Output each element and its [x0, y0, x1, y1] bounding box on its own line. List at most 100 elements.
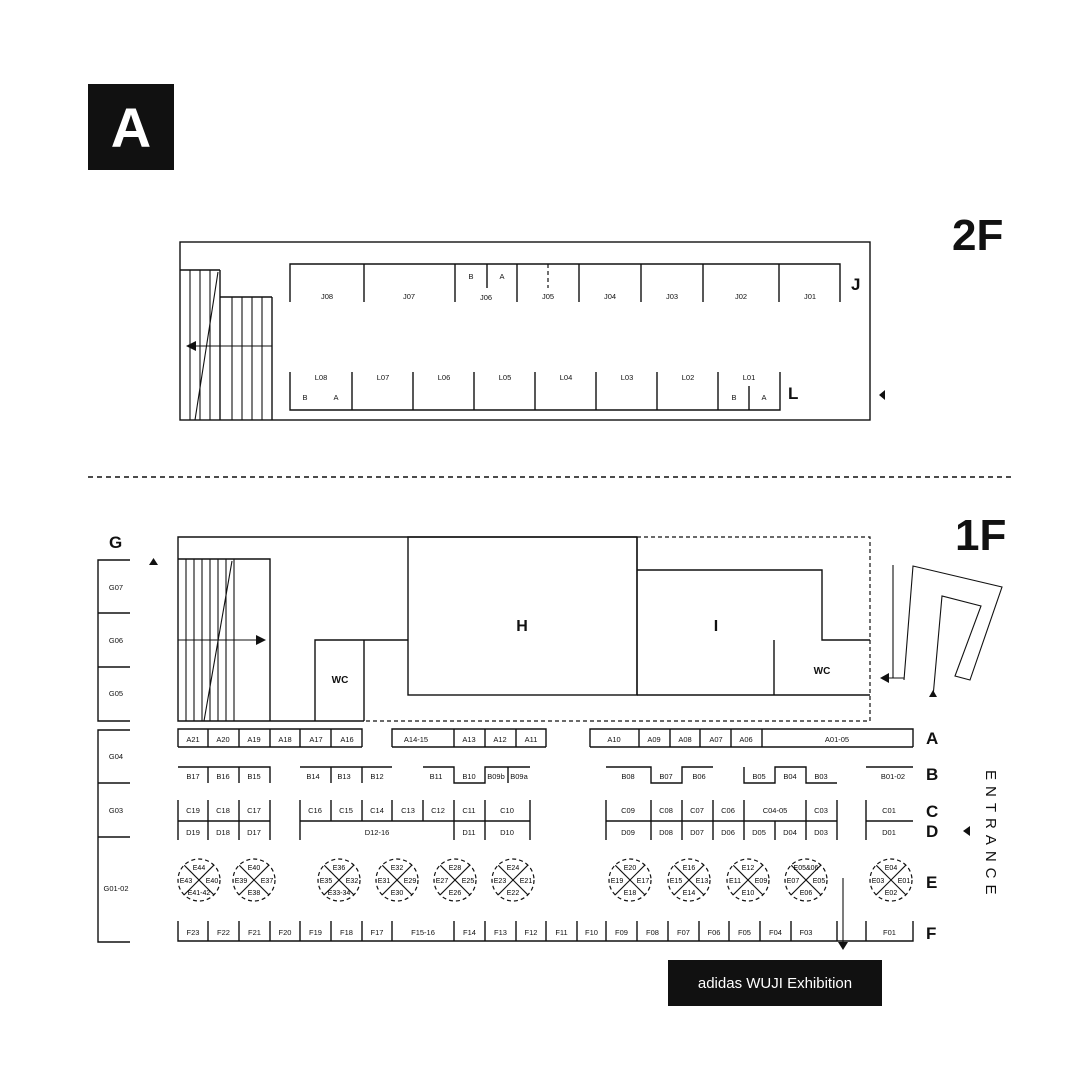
booth-f13[interactable]: F13: [494, 928, 507, 937]
booth-circle-label[interactable]: E31: [378, 878, 391, 885]
booth-b14[interactable]: B14: [306, 772, 319, 781]
booth-circle-label[interactable]: E43: [180, 878, 193, 885]
booth-c14[interactable]: C14: [370, 806, 384, 815]
booth-b01-02[interactable]: B01-02: [881, 772, 905, 781]
booth-circle-label[interactable]: E40: [206, 878, 219, 885]
booth-c11[interactable]: C11: [462, 806, 475, 815]
booth-c17[interactable]: C17: [247, 806, 261, 815]
booth-circle-label[interactable]: E21: [520, 878, 533, 885]
booth-circle-label[interactable]: E11: [729, 878, 741, 885]
booth-f03[interactable]: F03: [800, 928, 813, 937]
booth-f01[interactable]: F01: [883, 928, 896, 937]
booth-l02[interactable]: L02: [682, 373, 695, 382]
room-wc-left[interactable]: WC: [332, 675, 349, 686]
booth-circle-label[interactable]: E23: [494, 878, 507, 885]
booth-f21[interactable]: F21: [248, 928, 261, 937]
booth-d06[interactable]: D06: [721, 828, 735, 837]
booth-f23[interactable]: F23: [187, 928, 200, 937]
booth-b04[interactable]: B04: [783, 772, 796, 781]
booth-circle-label[interactable]: E27: [436, 878, 449, 885]
booth-circle-label[interactable]: E22: [507, 890, 520, 897]
booth-l07[interactable]: L07: [377, 373, 390, 382]
booth-d09[interactable]: D09: [621, 828, 635, 837]
booth-l03[interactable]: L03: [621, 373, 634, 382]
booth-a08[interactable]: A08: [678, 735, 691, 744]
exhibition-banner[interactable]: adidas WUJI Exhibition: [668, 960, 882, 1006]
booth-c16[interactable]: C16: [308, 806, 322, 815]
booth-d07[interactable]: D07: [690, 828, 704, 837]
booth-b08[interactable]: B08: [621, 772, 634, 781]
booth-circle-label[interactable]: E30: [391, 890, 404, 897]
booth-d05[interactable]: D05: [752, 828, 766, 837]
booth-f10[interactable]: F10: [585, 928, 598, 937]
booth-d01[interactable]: D01: [882, 828, 896, 837]
booth-c18[interactable]: C18: [216, 806, 230, 815]
booth-circle-label[interactable]: E02: [885, 890, 898, 897]
booth-circle-label[interactable]: E33-34: [328, 890, 351, 897]
booth-a20[interactable]: A20: [216, 735, 229, 744]
booth-a11[interactable]: A11: [525, 735, 538, 744]
booth-circle-label[interactable]: E10: [742, 890, 755, 897]
booth-f06[interactable]: F06: [708, 928, 721, 937]
booth-circle-label[interactable]: E04: [885, 865, 898, 872]
booth-l06[interactable]: L06: [438, 373, 451, 382]
booth-circle-label[interactable]: E18: [624, 890, 637, 897]
booth-circle-label[interactable]: E29: [404, 878, 417, 885]
booth-a09[interactable]: A09: [647, 735, 660, 744]
booth-circle-label[interactable]: E40: [248, 865, 261, 872]
booth-c12[interactable]: C12: [431, 806, 445, 815]
booth-a10[interactable]: A10: [607, 735, 620, 744]
booth-circle-label[interactable]: E35: [320, 878, 333, 885]
booth-j06-a[interactable]: A: [499, 272, 504, 281]
booth-f11[interactable]: F11: [555, 928, 567, 937]
booth-l01-a[interactable]: A: [761, 393, 766, 402]
booth-circle-label[interactable]: E19: [611, 878, 624, 885]
booth-a01-05[interactable]: A01-05: [825, 735, 849, 744]
booth-b09b[interactable]: B09b: [487, 772, 505, 781]
room-h[interactable]: H: [516, 618, 528, 635]
booth-f07[interactable]: F07: [677, 928, 690, 937]
booth-b03[interactable]: B03: [814, 772, 827, 781]
booth-d12-16[interactable]: D12-16: [365, 828, 390, 837]
booth-d04[interactable]: D04: [783, 828, 797, 837]
booth-l04[interactable]: L04: [560, 373, 573, 382]
booth-circle-label[interactable]: E14: [683, 890, 696, 897]
booth-f09[interactable]: F09: [615, 928, 628, 937]
booth-circle-label[interactable]: E12: [742, 865, 755, 872]
booth-f17[interactable]: F17: [371, 928, 384, 937]
booth-j05[interactable]: J05: [542, 292, 554, 301]
booth-c19[interactable]: C19: [186, 806, 200, 815]
booth-f19[interactable]: F19: [309, 928, 322, 937]
booth-d18[interactable]: D18: [216, 828, 230, 837]
booth-a13[interactable]: A13: [462, 735, 475, 744]
booth-c10[interactable]: C10: [500, 806, 514, 815]
booth-a21[interactable]: A21: [186, 735, 199, 744]
booth-d11[interactable]: D11: [462, 828, 475, 837]
booth-a07[interactable]: A07: [709, 735, 722, 744]
booth-b10[interactable]: B10: [462, 772, 475, 781]
booth-g05[interactable]: G05: [109, 689, 123, 698]
booth-l08[interactable]: L08: [315, 373, 328, 382]
booth-c04-05[interactable]: C04-05: [763, 806, 788, 815]
booth-a19[interactable]: A19: [247, 735, 260, 744]
booth-f15-16[interactable]: F15-16: [411, 928, 435, 937]
booth-circle-label[interactable]: E03: [872, 878, 885, 885]
booth-g01-02[interactable]: G01-02: [103, 884, 128, 893]
booth-b16[interactable]: B16: [216, 772, 229, 781]
booth-b11[interactable]: B11: [430, 772, 443, 781]
booth-f04[interactable]: F04: [769, 928, 782, 937]
booth-c03[interactable]: C03: [814, 806, 828, 815]
booth-circle-label[interactable]: E32: [391, 865, 404, 872]
booth-circle-label[interactable]: E09: [755, 878, 768, 885]
booth-circle-label[interactable]: E32: [346, 878, 359, 885]
booth-b09a[interactable]: B09a: [510, 772, 528, 781]
booth-c15[interactable]: C15: [339, 806, 353, 815]
booth-c08[interactable]: C08: [659, 806, 673, 815]
booth-j06-b[interactable]: B: [468, 272, 473, 281]
